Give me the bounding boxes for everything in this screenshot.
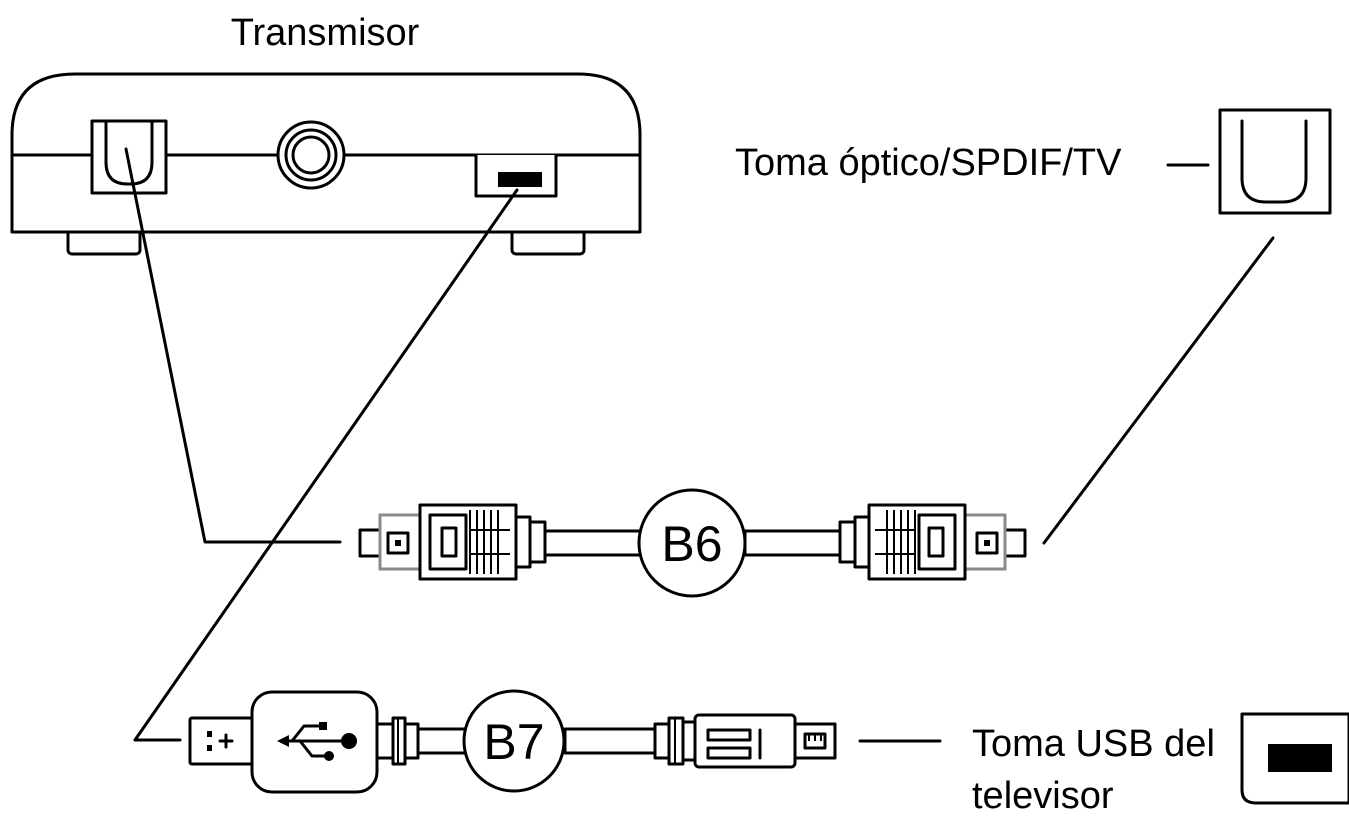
optical-tv-connection-line: [1042, 236, 1275, 545]
optical-plug-right: [838, 503, 1027, 581]
transmitter-usb-port: [474, 155, 558, 198]
transmitter-round-jack: [276, 120, 346, 190]
cable-b7-badge: B7: [462, 689, 566, 793]
usb-connection-line: [133, 188, 519, 742]
cable-b7-label: B7: [483, 714, 544, 770]
optical-cable-b6: B6: [358, 488, 1027, 598]
cable-b6-label: B6: [661, 516, 722, 572]
usb-cable-b7: B7: [188, 689, 837, 794]
usb-symbol-icon: [277, 722, 357, 761]
optical-connection-line: [124, 147, 342, 544]
optical-jack-label: Toma óptico/SPDIF/TV: [735, 142, 1122, 184]
usb-jack-label-line1: Toma USB del: [972, 723, 1215, 765]
transmitter-label: Transmisor: [231, 12, 420, 54]
usb-mini-plug: [653, 713, 837, 769]
transmitter-device: [10, 72, 642, 256]
optical-plug-left: [358, 503, 547, 581]
usb-jack-label-line2: televisor: [972, 775, 1114, 817]
usb-a-strain-relief: [375, 716, 420, 766]
tv-usb-port: [1240, 712, 1349, 805]
tv-optical-port: [1218, 108, 1332, 215]
cable-b6-badge: B6: [637, 488, 747, 598]
